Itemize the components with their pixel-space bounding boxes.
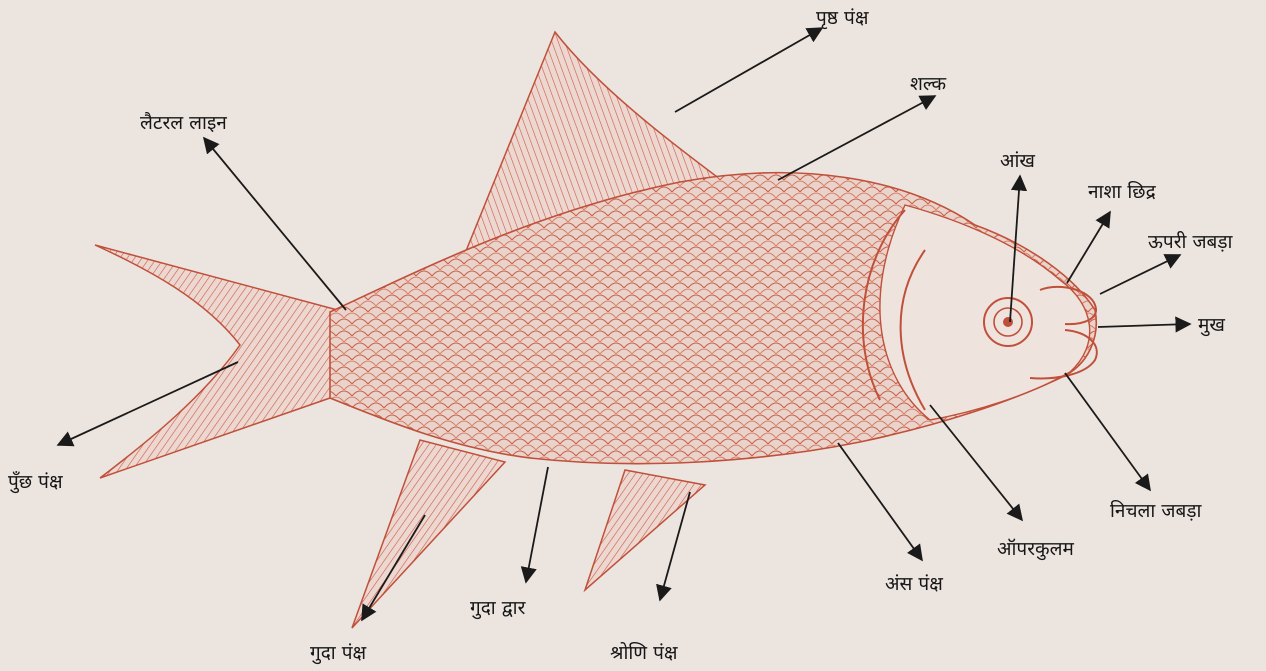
dorsal-fin-pointer (675, 28, 822, 112)
nostril-pointer (1067, 212, 1110, 283)
mouth-pointer (1098, 324, 1190, 327)
label-scales: शल्क (910, 73, 946, 95)
anus-pointer (526, 467, 548, 582)
label-operculum: ऑपरकुलम (997, 538, 1074, 561)
label-upper-jaw: ऊपरी जबड़ा (1148, 230, 1234, 253)
caudal-fin (95, 245, 345, 478)
operculum-pointer (930, 405, 1022, 520)
label-anus: गुदा द्वार (470, 597, 527, 620)
label-nostril: नाशा छिद्र (1088, 180, 1157, 203)
label-anal-fin: गुदा पंक्ष (310, 642, 367, 665)
label-lateral-line: लैटरल लाइन (140, 111, 227, 134)
fish-head (880, 205, 1090, 420)
label-caudal-fin: पुँछ पंक्ष (8, 470, 63, 494)
lower-jaw-pointer (1065, 373, 1150, 490)
label-eye: आंख (1000, 150, 1035, 172)
label-pectoral-fin: अंस पंक्ष (885, 573, 943, 595)
label-mouth: मुख (1198, 314, 1225, 337)
label-dorsal-fin: पृष्ठ पंक्ष (816, 7, 869, 30)
label-lower-jaw: निचला जबड़ा (1110, 499, 1202, 522)
upper-jaw-pointer (1100, 255, 1180, 294)
pelvic-fin (585, 470, 705, 590)
label-pelvic-fin: श्रोणि पंक्ष (610, 641, 678, 664)
pectoral-fin-pointer (838, 443, 922, 560)
scales-pointer (778, 96, 935, 180)
